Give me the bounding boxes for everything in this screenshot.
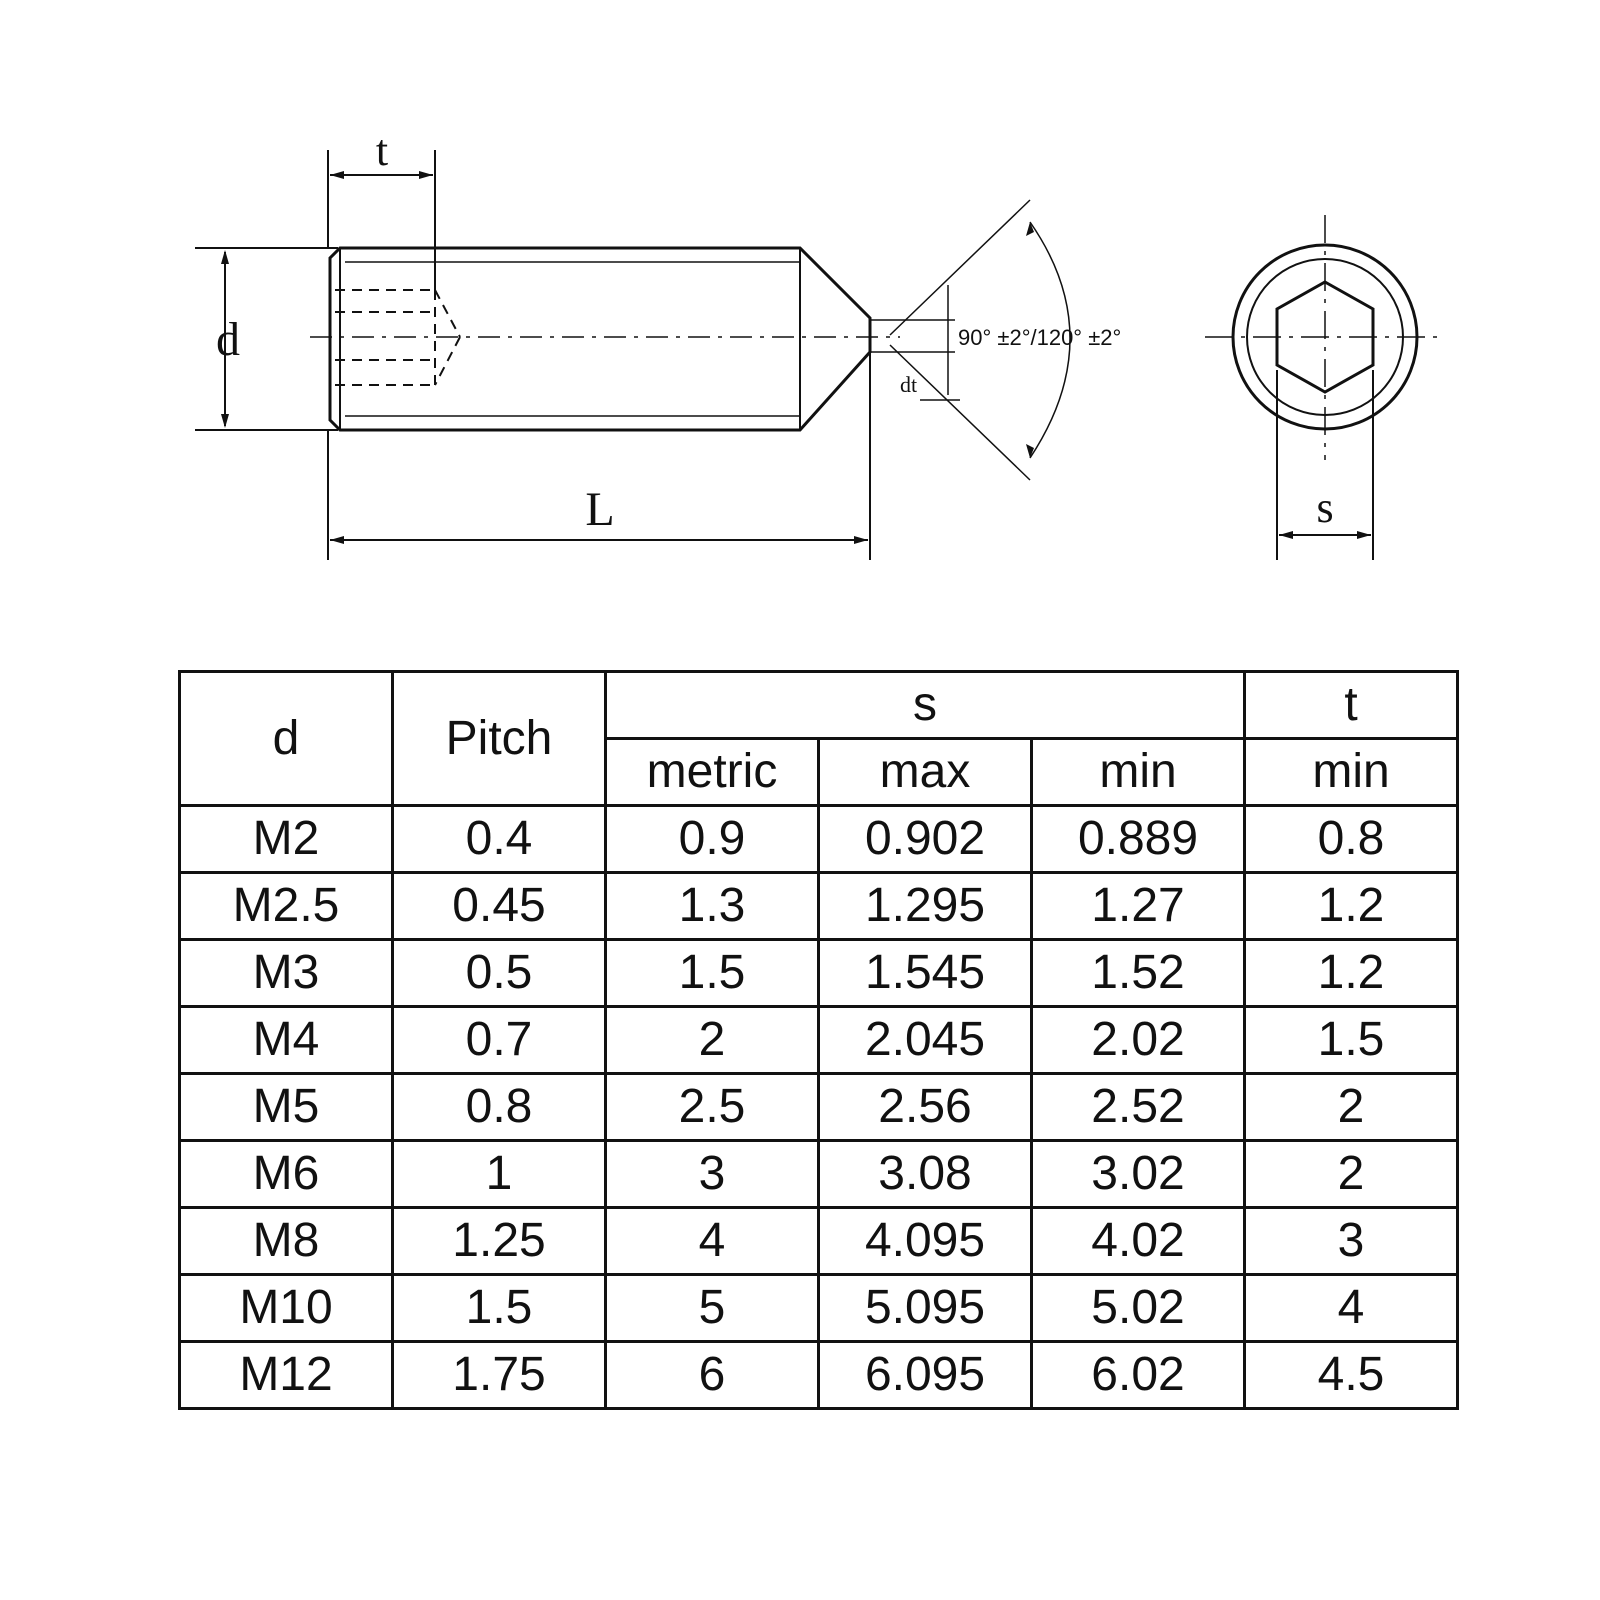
hex-socket bbox=[1275, 280, 1375, 394]
cell-t-min: 2 bbox=[1243, 1072, 1459, 1142]
cell-t-min: 1.2 bbox=[1243, 871, 1459, 941]
label-t: t bbox=[376, 126, 388, 175]
cell-t-min: 1.2 bbox=[1243, 938, 1459, 1008]
cell-s-max: 4.095 bbox=[817, 1206, 1033, 1276]
header-pitch: Pitch bbox=[391, 670, 607, 807]
header-d: d bbox=[178, 670, 394, 807]
cell-d: M5 bbox=[178, 1072, 394, 1142]
header-s-min: min bbox=[1030, 737, 1246, 807]
table-row: M2 0.4 0.9 0.902 0.889 0.8 bbox=[178, 804, 1459, 874]
cell-s-metric: 6 bbox=[604, 1340, 820, 1410]
cell-s-min: 4.02 bbox=[1030, 1206, 1246, 1276]
label-L: L bbox=[585, 483, 614, 536]
cell-s-min: 1.27 bbox=[1030, 871, 1246, 941]
header-s-max: max bbox=[817, 737, 1033, 807]
cell-s-metric: 2 bbox=[604, 1005, 820, 1075]
cell-d: M8 bbox=[178, 1206, 394, 1276]
table-row: M10 1.5 5 5.095 5.02 4 bbox=[178, 1273, 1459, 1343]
table-row: M2.5 0.45 1.3 1.295 1.27 1.2 bbox=[178, 871, 1459, 941]
cell-t-min: 1.5 bbox=[1243, 1005, 1459, 1075]
cell-d: M3 bbox=[178, 938, 394, 1008]
cell-t-min: 3 bbox=[1243, 1206, 1459, 1276]
cell-s-max: 5.095 bbox=[817, 1273, 1033, 1343]
cell-s-max: 1.545 bbox=[817, 938, 1033, 1008]
cell-s-max: 6.095 bbox=[817, 1340, 1033, 1410]
cell-s-max: 0.902 bbox=[817, 804, 1033, 874]
label-d: d bbox=[216, 313, 240, 366]
cell-s-metric: 4 bbox=[604, 1206, 820, 1276]
hex-socket-hidden-lines bbox=[335, 289, 461, 386]
cell-s-metric: 1.3 bbox=[604, 871, 820, 941]
cell-s-min: 2.02 bbox=[1030, 1005, 1246, 1075]
table-row: M8 1.25 4 4.095 4.02 3 bbox=[178, 1206, 1459, 1276]
cell-d: M2.5 bbox=[178, 871, 394, 941]
cell-d: M4 bbox=[178, 1005, 394, 1075]
cell-d: M2 bbox=[178, 804, 394, 874]
header-t: t bbox=[1243, 670, 1459, 740]
cell-s-max: 3.08 bbox=[817, 1139, 1033, 1209]
cell-d: M12 bbox=[178, 1340, 394, 1410]
cell-pitch: 0.7 bbox=[391, 1005, 607, 1075]
table-row: M12 1.75 6 6.095 6.02 4.5 bbox=[178, 1340, 1459, 1410]
cell-pitch: 1.25 bbox=[391, 1206, 607, 1276]
cell-pitch: 0.45 bbox=[391, 871, 607, 941]
cell-t-min: 0.8 bbox=[1243, 804, 1459, 874]
cell-s-min: 2.52 bbox=[1030, 1072, 1246, 1142]
cell-pitch: 0.5 bbox=[391, 938, 607, 1008]
cell-d: M6 bbox=[178, 1139, 394, 1209]
table-row: M6 1 3 3.08 3.02 2 bbox=[178, 1139, 1459, 1209]
cell-t-min: 2 bbox=[1243, 1139, 1459, 1209]
cell-s-min: 6.02 bbox=[1030, 1340, 1246, 1410]
cell-pitch: 0.4 bbox=[391, 804, 607, 874]
cell-s-max: 1.295 bbox=[817, 871, 1033, 941]
cell-pitch: 0.8 bbox=[391, 1072, 607, 1142]
cell-pitch: 1.5 bbox=[391, 1273, 607, 1343]
label-angle: 90° ±2°/120° ±2° bbox=[958, 325, 1121, 350]
cell-s-min: 3.02 bbox=[1030, 1139, 1246, 1209]
cell-pitch: 1.75 bbox=[391, 1340, 607, 1410]
cell-s-min: 0.889 bbox=[1030, 804, 1246, 874]
table-row: M3 0.5 1.5 1.545 1.52 1.2 bbox=[178, 938, 1459, 1008]
header-s: s bbox=[604, 670, 1246, 740]
cell-s-max: 2.56 bbox=[817, 1072, 1033, 1142]
label-s: s bbox=[1316, 483, 1333, 532]
cell-pitch: 1 bbox=[391, 1139, 607, 1209]
cell-s-min: 5.02 bbox=[1030, 1273, 1246, 1343]
header-t-min: min bbox=[1243, 737, 1459, 807]
screw-body bbox=[328, 246, 872, 432]
cell-t-min: 4.5 bbox=[1243, 1340, 1459, 1410]
table-row: M5 0.8 2.5 2.56 2.52 2 bbox=[178, 1072, 1459, 1142]
cell-s-metric: 1.5 bbox=[604, 938, 820, 1008]
cell-s-metric: 2.5 bbox=[604, 1072, 820, 1142]
set-screw-drawing: t d L dt 90° ±2°/120° ±2° s bbox=[195, 126, 1445, 560]
label-dt: dt bbox=[900, 372, 917, 397]
header-s-metric: metric bbox=[604, 737, 820, 807]
cell-d: M10 bbox=[178, 1273, 394, 1343]
table-row: M4 0.7 2 2.045 2.02 1.5 bbox=[178, 1005, 1459, 1075]
cell-s-metric: 5 bbox=[604, 1273, 820, 1343]
cell-s-min: 1.52 bbox=[1030, 938, 1246, 1008]
cell-t-min: 4 bbox=[1243, 1273, 1459, 1343]
cell-s-metric: 0.9 bbox=[604, 804, 820, 874]
cell-s-max: 2.045 bbox=[817, 1005, 1033, 1075]
cell-s-metric: 3 bbox=[604, 1139, 820, 1209]
dimensions-table: d Pitch s t metric max min min M2 0.4 0.… bbox=[178, 670, 1459, 1410]
